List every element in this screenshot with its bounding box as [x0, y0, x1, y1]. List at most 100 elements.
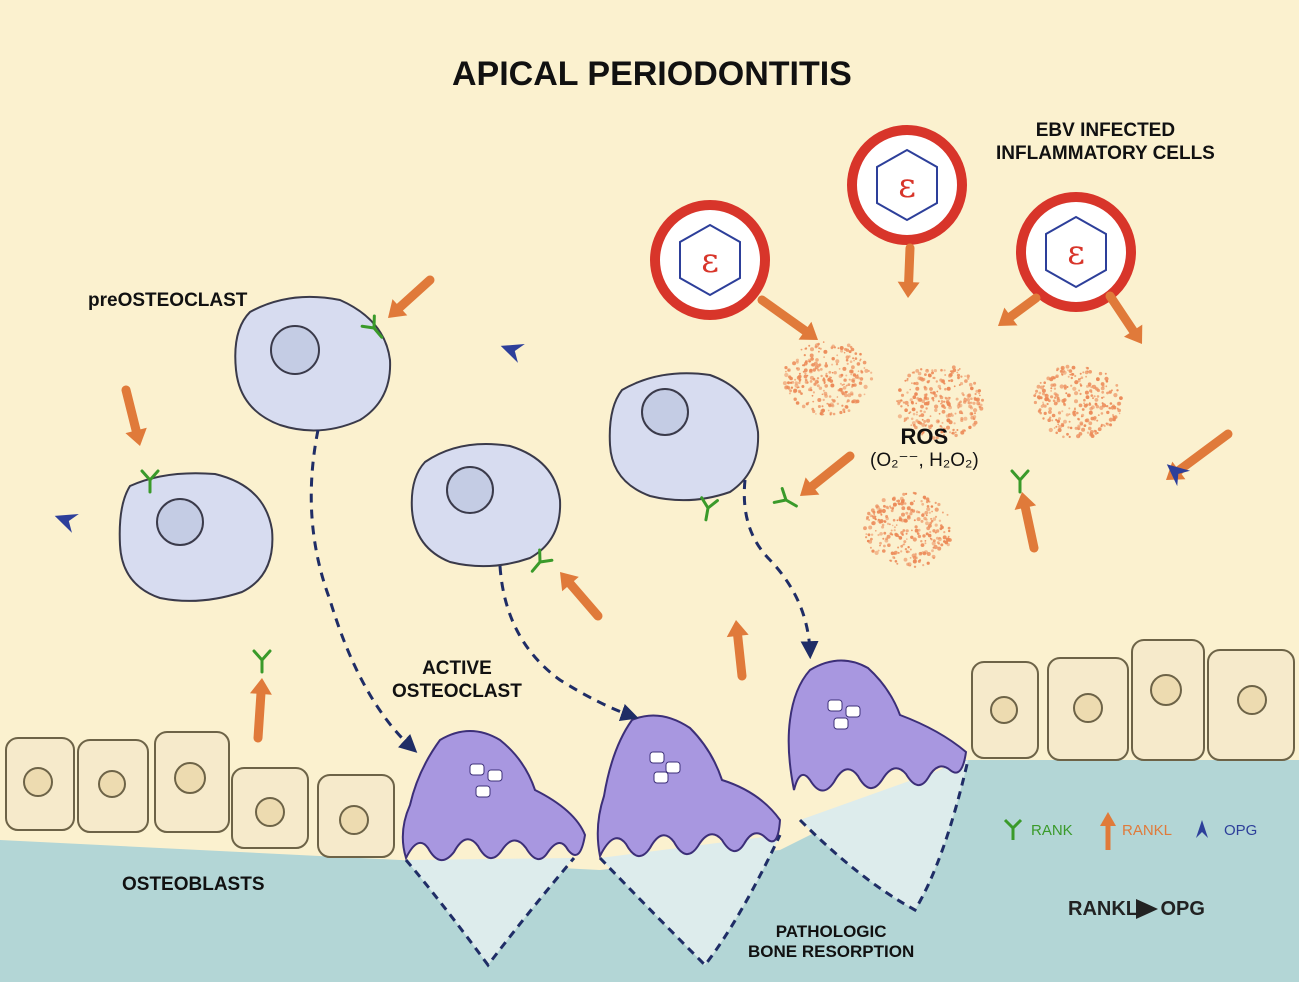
ros-particle	[835, 359, 840, 364]
ros-particle	[894, 560, 898, 563]
ros-particle	[1050, 395, 1054, 399]
ros-particle	[905, 492, 908, 495]
ros-particle	[830, 376, 832, 379]
ros-particle	[816, 384, 820, 388]
ros-particle	[926, 561, 930, 565]
ros-particle	[841, 384, 844, 386]
ros-particle	[1077, 417, 1080, 421]
ros-particle	[900, 399, 903, 402]
ros-particle	[920, 500, 923, 503]
ros-particle	[920, 543, 925, 547]
ros-particle	[818, 347, 820, 350]
ros-particle	[809, 353, 814, 358]
ros-particle	[843, 378, 847, 382]
rankl-arrow-shaft	[1020, 503, 1039, 553]
ros-particle	[940, 381, 943, 383]
ros-particle	[870, 537, 873, 541]
greater-than-icon	[1136, 899, 1158, 919]
ros-particle	[1067, 426, 1070, 429]
ros-particle	[904, 408, 908, 413]
ros-particle	[1091, 385, 1094, 387]
ros-particle	[1052, 383, 1057, 387]
ros-particle	[846, 401, 848, 403]
ros-particle	[915, 554, 917, 556]
ros-particle	[963, 416, 968, 421]
ros-particle	[1081, 427, 1086, 432]
ros-particle	[1112, 414, 1114, 416]
ros-particle	[1068, 435, 1071, 438]
osteoclast-nucleus	[469, 763, 485, 776]
ros-particle	[809, 368, 813, 373]
ros-particle	[784, 372, 789, 378]
ros-particle	[796, 386, 799, 389]
ros-particle	[1095, 405, 1100, 409]
ros-particle	[926, 526, 931, 531]
ros-particle	[891, 533, 894, 536]
ros-particle	[1068, 413, 1071, 416]
ros-particle	[1095, 387, 1099, 392]
ros-particle	[870, 508, 875, 513]
ros-particle	[930, 517, 933, 520]
ros-particle	[892, 556, 895, 559]
ros-particle	[974, 392, 977, 396]
ros-particle	[937, 546, 942, 551]
ros-particle	[909, 388, 911, 391]
rankl-arrow-shaft	[395, 275, 435, 312]
ros-particle	[871, 549, 875, 553]
ros-particle	[1069, 373, 1072, 376]
ros-particle	[801, 385, 805, 388]
ros-particle	[905, 532, 908, 535]
ros-particle	[909, 512, 913, 516]
ros-particle	[878, 509, 881, 512]
ros-particle	[825, 372, 828, 375]
ros-particle	[868, 525, 873, 530]
ros-particle	[927, 533, 932, 538]
ros-particle	[902, 529, 906, 532]
ros-particle	[906, 391, 909, 394]
ros-particle	[915, 381, 919, 386]
ros-particle	[1047, 418, 1051, 423]
ros-particle	[814, 345, 818, 349]
ros-particle	[854, 352, 858, 355]
ros-particle	[833, 371, 837, 375]
ros-particle	[924, 510, 929, 515]
active-osteoclast-line1: ACTIVE	[422, 658, 492, 679]
ros-particle	[816, 381, 819, 383]
ros-particle	[1106, 410, 1110, 415]
ros-particle	[825, 374, 829, 378]
ros-particle	[947, 413, 952, 418]
resorption-pit	[600, 835, 780, 965]
ros-particle	[844, 390, 848, 394]
osteoclast-nucleus	[827, 699, 843, 712]
viral-genome-icon: ε	[701, 241, 719, 281]
ros-particle	[846, 362, 849, 365]
ros-particle	[866, 516, 870, 519]
ros-particle	[1090, 416, 1095, 421]
ros-particle	[928, 379, 931, 382]
ros-particle	[920, 519, 924, 523]
ros-particle	[922, 534, 926, 538]
ros-particle	[849, 345, 853, 349]
ros-particle	[934, 523, 938, 527]
ros-particle	[924, 542, 927, 545]
ros-particle	[883, 531, 887, 535]
ros-particle	[885, 515, 889, 518]
ros-particle	[881, 523, 885, 527]
ros-particle	[787, 369, 790, 372]
ros-particle	[909, 557, 912, 559]
ros-particle	[934, 394, 938, 398]
ros-particle	[934, 507, 939, 512]
ros-particle	[1084, 390, 1089, 395]
ros-particle	[852, 379, 855, 382]
ros-particle	[931, 554, 936, 559]
ros-particle	[1041, 388, 1046, 393]
ros-particle	[951, 365, 956, 370]
ros-particle	[859, 359, 862, 362]
pathologic-line1: PATHOLOGIC	[775, 922, 887, 941]
ros-particle	[1100, 412, 1104, 415]
ros-particle	[842, 386, 847, 390]
ros-particle	[1066, 432, 1069, 436]
ros-particle	[850, 373, 853, 376]
ros-particle	[867, 369, 870, 373]
ros-particle	[849, 391, 854, 396]
